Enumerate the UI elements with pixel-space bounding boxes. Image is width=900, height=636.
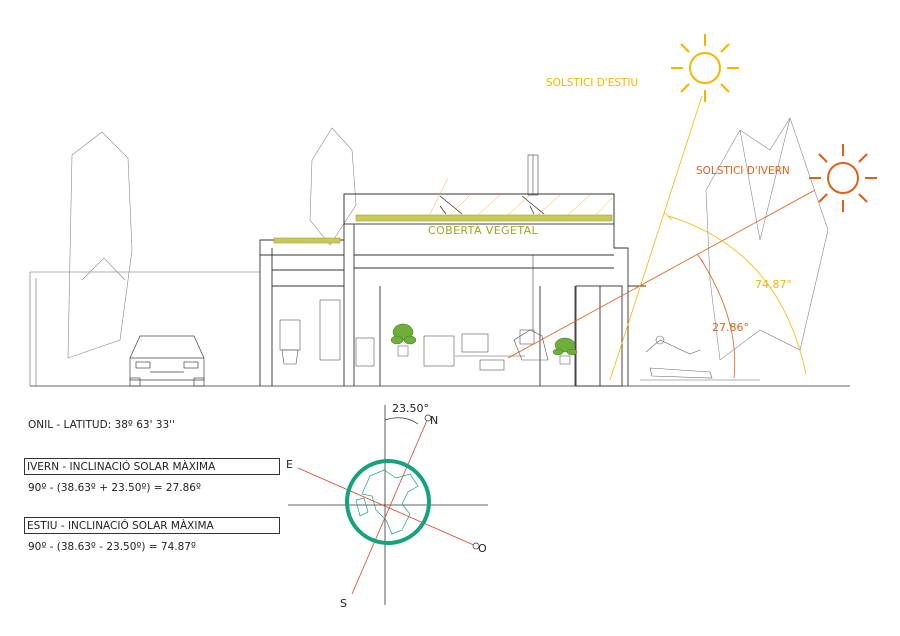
west-label: O [478,542,487,555]
interior-furniture [279,299,549,371]
earth-tilt-diagram: 23.50° N E O S [286,402,488,610]
tree-left [67,131,133,359]
location-label: ONIL - LATITUD: 38º 63' 33'' [28,419,175,431]
tilt-angle-label: 23.50° [392,402,429,415]
sun-icon-winter [809,144,877,212]
tree-middle [309,127,357,246]
green-roof-main [355,214,613,222]
summer-angle-arc [667,215,807,375]
summer-formula: 90º - (38.63º - 23.50º) = 74.87º [28,541,196,553]
left-wall [29,271,260,386]
winter-solstice-label: SOLSTICI D'IVERN [696,165,790,177]
lounger-person [640,335,760,381]
winter-angle-arc [699,257,736,379]
winter-sun-ray [507,189,816,359]
continents [355,469,419,535]
winter-angle-label: 27.86° [712,321,749,334]
roof-sun-hatching [429,177,613,216]
green-roof-label: COBERTA VEGETAL [428,224,539,237]
car-icon [129,335,205,387]
winter-formula: 90º - (38.63º + 23.50º) = 27.86º [28,482,201,494]
east-label: E [286,458,293,471]
south-label: S [340,597,347,610]
north-endpoint [424,414,432,422]
north-label: N [430,414,438,427]
sun-icon-summer [671,34,739,102]
solar-panels [439,195,545,215]
west-endpoint [472,542,480,550]
green-roof-left [273,237,341,244]
winter-arc-tick [696,253,704,263]
tree-right [705,117,829,361]
summer-angle-label: 74.87° [755,278,792,291]
tilt-angle-arc [384,417,419,425]
earth-globe [345,459,431,545]
equator-line [297,467,477,547]
winter-title-box: IVERN - INCLINACIÓ SOLAR MÀXIMA [24,458,280,475]
summer-sun-ray [609,95,703,381]
tilted-axis [351,417,429,595]
plant-icon [390,323,578,365]
summer-title-box: ESTIU - INCLINACIÓ SOLAR MÀXIMA [24,517,280,534]
summer-arc-tick [663,211,673,221]
chimney [527,154,539,330]
building-section [259,193,646,387]
summer-solstice-label: SOLSTICI D'ESTIU [546,77,638,89]
